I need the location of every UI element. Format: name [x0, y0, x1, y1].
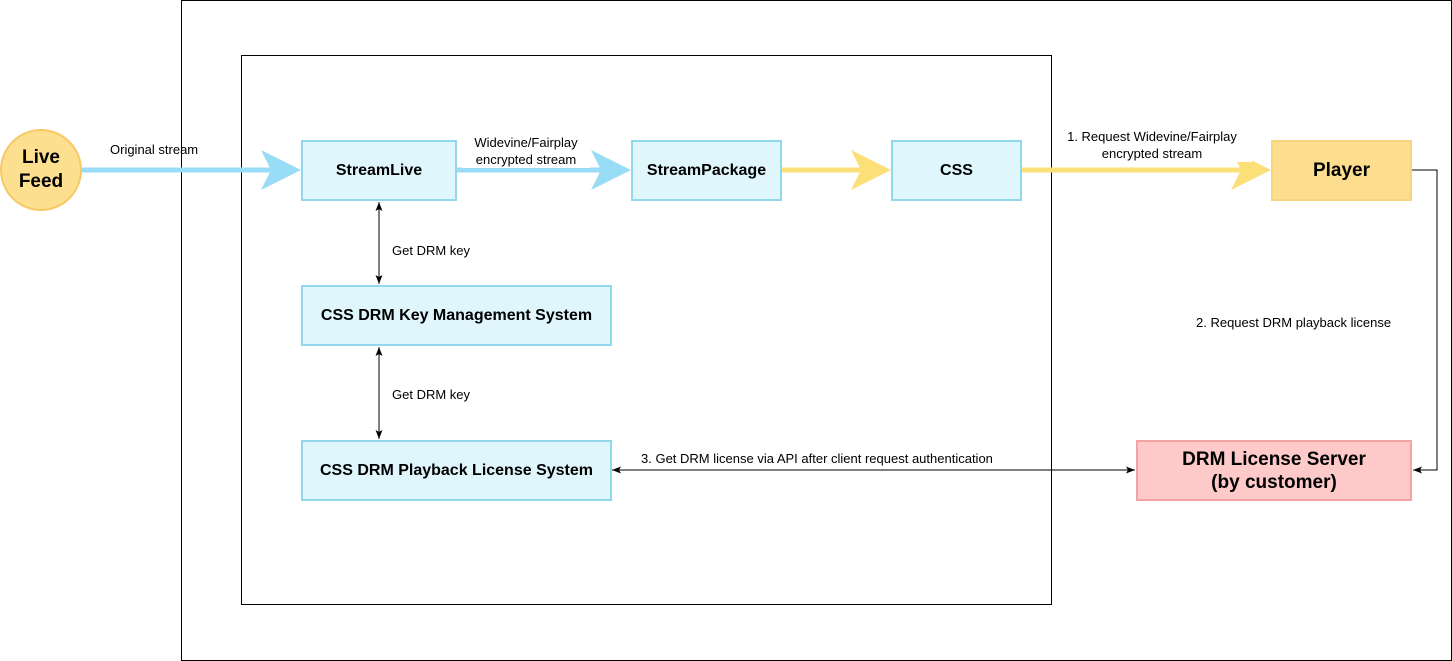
get-license-api-label: 3. Get DRM license via API after client …	[641, 451, 993, 466]
live-feed-label-line2: Feed	[18, 171, 64, 192]
key-management-system-node: CSS DRM Key Management System	[301, 285, 612, 346]
live-feed-node: Live Feed	[0, 129, 82, 211]
original-stream-label: Original stream	[110, 142, 199, 157]
get-drm-key-label-1: Get DRM key	[392, 243, 471, 258]
inner-boundary-frame	[241, 55, 1052, 605]
request-stream-label-line2: encrypted stream	[1101, 146, 1203, 161]
playback-license-system-node: CSS DRM Playback License System	[301, 440, 612, 501]
streampackage-label: StreamPackage	[646, 161, 767, 179]
encrypted-stream-label-line1: Widevine/Fairplay	[474, 135, 578, 150]
player-node: Player	[1271, 140, 1412, 201]
css-label: CSS	[940, 161, 973, 179]
get-drm-key-label-2: Get DRM key	[392, 387, 471, 402]
live-feed-label-line1: Live	[21, 147, 61, 168]
css-node: CSS	[891, 140, 1022, 201]
request-license-label: 2. Request DRM playback license	[1196, 315, 1392, 330]
key-management-system-label: CSS DRM Key Management System	[320, 306, 593, 324]
encrypted-stream-label-line2: encrypted stream	[475, 152, 577, 167]
arrow-player-to-license-server	[1412, 169, 1438, 474]
drm-license-server-label-line2: (by customer)	[1211, 471, 1337, 493]
request-stream-label-line1: 1. Request Widevine/Fairplay	[1067, 129, 1237, 144]
drm-license-server-label-line1: DRM License Server	[1182, 448, 1366, 470]
playback-license-system-label: CSS DRM Playback License System	[319, 461, 593, 479]
drm-license-server-node: DRM License Server (by customer)	[1136, 440, 1412, 501]
streampackage-node: StreamPackage	[631, 140, 782, 201]
streamlive-node: StreamLive	[301, 140, 457, 201]
player-label: Player	[1312, 159, 1371, 181]
request-stream-label: 1. Request Widevine/Fairplay encrypted s…	[1052, 128, 1252, 162]
encrypted-stream-label: Widevine/Fairplay encrypted stream	[462, 134, 590, 168]
streamlive-label: StreamLive	[335, 161, 423, 179]
